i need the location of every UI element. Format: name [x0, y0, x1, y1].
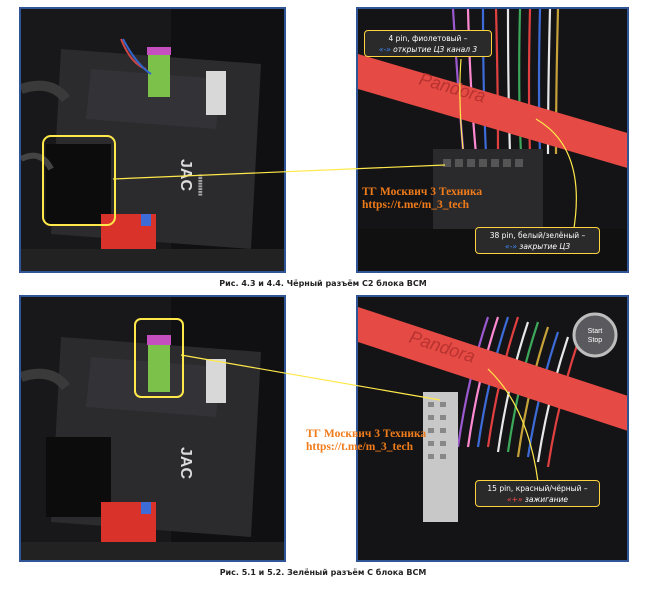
watermark-top: ТГ Москвич 3 Техника https://t.me/m_3_te… [362, 186, 482, 212]
callout-pin15-sign: «+» [506, 495, 523, 504]
green-connector-c [148, 337, 170, 392]
callout-pin15-line2-wrap: «+» зажигание [482, 494, 593, 505]
bcm-bottom-illustration: JAC [21, 297, 284, 560]
green-connector [148, 49, 170, 97]
start-label: Start [588, 328, 603, 335]
callout-pin4-sign: «-» [378, 45, 391, 54]
callout-pin4-line2-wrap: «-» открытие ЦЗ канал 3 [371, 44, 485, 55]
photo-bcm-bottom: JAC [19, 295, 286, 562]
caption-bottom: Рис. 5.1 и 5.2. Зелёный разъём С блока В… [219, 568, 427, 577]
callout-pin15-line2: зажигание [524, 495, 569, 504]
caption-top: Рис. 4.3 и 4.4. Чёрный разъём С2 блока В… [219, 279, 427, 288]
callout-pin38-line2-wrap: «-» закрытие ЦЗ [482, 241, 593, 252]
brand-label: JAC [177, 159, 194, 191]
watermark-top-line1: ТГ Москвич 3 Техника [362, 186, 483, 198]
watermark-bottom: ТГ Москвич 3 Техника https://t.me/m_3_te… [306, 428, 426, 454]
callout-pin15: 15 pin, красный/чёрный – «+» зажигание [475, 480, 600, 507]
brand-label-bottom: JAC [177, 447, 194, 479]
black-connector-c2 [46, 144, 111, 224]
callout-pin4-line2: открытие ЦЗ канал 3 [393, 45, 478, 54]
purple-connector [147, 47, 171, 55]
callout-pin38-line1: 38 pin, белый/зелёный – [489, 231, 586, 240]
callout-pin38-sign: «-» [504, 242, 517, 251]
callout-pin38-line2: закрытие ЦЗ [519, 242, 571, 251]
wires-bottom-illustration: Pandora Start Stop [358, 297, 627, 560]
watermark-bottom-line1: ТГ Москвич 3 Техника [306, 428, 427, 440]
start-stop-button-image [572, 312, 618, 358]
watermark-bottom-line2: https://t.me/m_3_tech [306, 441, 413, 453]
watermark-top-line2: https://t.me/m_3_tech [362, 199, 469, 211]
stop-label: Stop [588, 337, 603, 344]
photo-bcm-top: JAC ▮▮▮▮▮▮▮▮ [19, 7, 286, 273]
callout-pin15-line1: 15 pin, красный/чёрный – [487, 484, 588, 493]
black-connector-closeup [433, 149, 543, 229]
callout-pin38: 38 pin, белый/зелёный – «-» закрытие ЦЗ [475, 227, 600, 254]
callout-pin4: 4 pin, фиолетовый – «-» открытие ЦЗ кана… [364, 30, 492, 57]
callout-pin4-line1: 4 pin, фиолетовый – [388, 34, 468, 43]
white-connector [206, 71, 226, 115]
bcm-top-illustration: JAC ▮▮▮▮▮▮▮▮ [21, 9, 284, 271]
svg-text:▮▮▮▮▮▮▮▮: ▮▮▮▮▮▮▮▮ [197, 174, 203, 196]
photo-wires-bottom: Pandora Start Stop [356, 295, 629, 562]
highlight-c2 [42, 135, 116, 226]
